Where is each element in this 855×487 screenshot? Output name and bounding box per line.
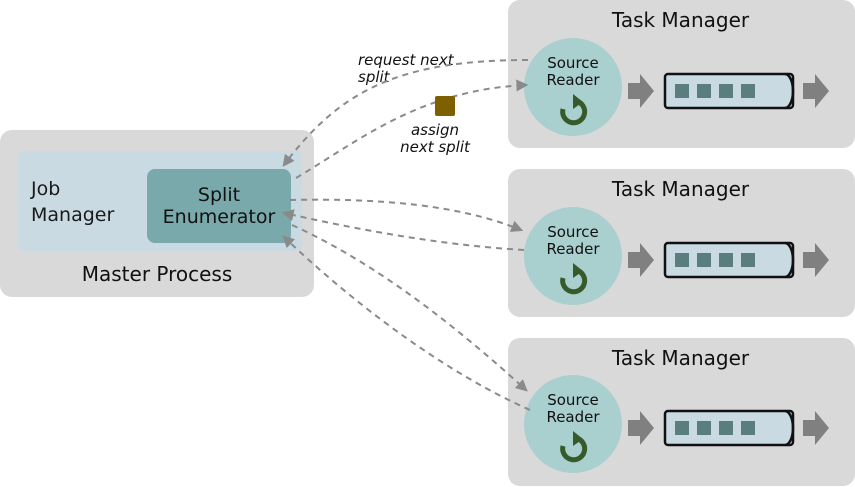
assign-next-split-label: assign next split [400, 122, 470, 156]
source-reader-1-line1: Source [547, 54, 599, 72]
task-manager-title-2: Task Manager [611, 177, 750, 201]
request-arrow-3 [282, 235, 531, 411]
source-reader-2-line2: Reader [546, 240, 600, 258]
assign-arrow-2 [289, 198, 524, 232]
assign-arrow-1 [295, 79, 529, 179]
task-manager-title-3: Task Manager [611, 346, 750, 370]
master-process-label: Master Process [81, 262, 233, 286]
split-enumerator-label-line2: Enumerator [162, 206, 276, 228]
split-token-icon [435, 96, 455, 116]
assign-arrow-3 [291, 224, 528, 392]
block-arrow-icon-1a [628, 74, 654, 108]
block-arrow-icon-3a [628, 411, 654, 445]
split-enumerator-box: Split Enumerator [147, 169, 291, 243]
block-arrow-icon-2b [803, 243, 829, 277]
block-arrow-icon-1b [803, 74, 829, 108]
source-reader-3-line2: Reader [546, 408, 600, 426]
job-manager-label-line1: Job [31, 178, 61, 200]
source-reader-3: Source Reader [524, 375, 622, 473]
assign-label-line1: assign [410, 121, 460, 139]
job-manager-label: Job Manager [31, 176, 114, 228]
queue-icon-3 [663, 409, 795, 447]
assign-label-line2: next split [400, 138, 470, 156]
request-label-line2: split [358, 68, 390, 86]
source-reader-1: Source Reader [524, 38, 622, 136]
request-next-split-label: request next split [358, 52, 454, 86]
split-enumerator-label-line1: Split [197, 184, 241, 206]
block-arrow-icon-3b [803, 411, 829, 445]
queue-icon-1 [663, 72, 795, 110]
source-reader-2-line1: Source [547, 223, 599, 241]
request-label-line1: request next [358, 51, 454, 69]
queue-icon-2 [663, 241, 795, 279]
source-reader-1-line2: Reader [546, 71, 600, 89]
block-arrow-icon-2a [628, 243, 654, 277]
source-reader-3-line1: Source [547, 391, 599, 409]
request-arrow-1 [282, 59, 529, 167]
task-manager-title-1: Task Manager [611, 8, 750, 32]
source-reader-2: Source Reader [524, 207, 622, 305]
job-manager-label-line2: Manager [31, 204, 115, 226]
request-arrow-2 [281, 209, 525, 251]
